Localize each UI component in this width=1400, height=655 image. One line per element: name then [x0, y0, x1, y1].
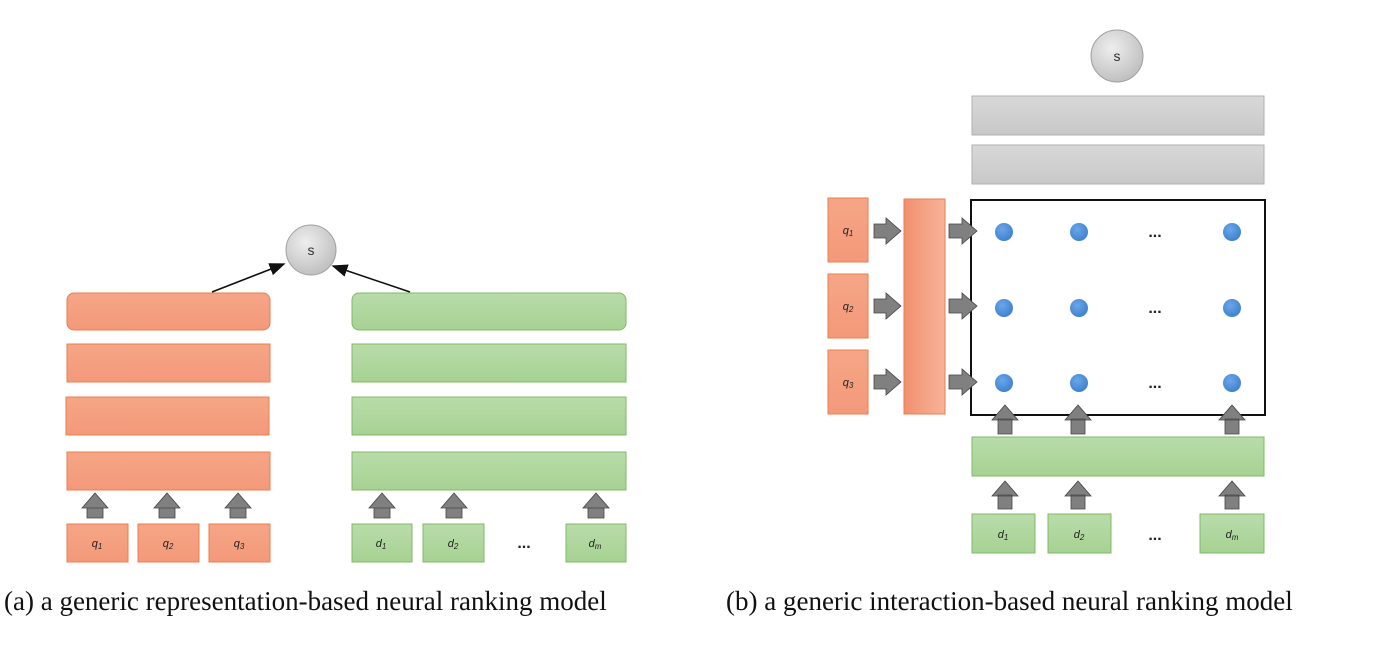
up-arrow-icon: [81, 492, 109, 519]
interaction-node: [1223, 299, 1241, 317]
interaction-node: [1070, 299, 1088, 317]
ellipsis-label: ...: [517, 535, 530, 552]
query-term-box: [208, 523, 271, 563]
left-query-terms: q1 q2 q3: [66, 523, 271, 563]
right-arrow-icon: [873, 217, 902, 245]
left-doc-top-layer: [351, 292, 627, 331]
right-arrow-icon: [948, 292, 978, 320]
left-query-layer: [66, 343, 271, 383]
left-doc-terms: d1 d2 ... dm: [351, 523, 627, 563]
query-term-box: [827, 349, 869, 415]
up-arrow-icon: [991, 480, 1019, 510]
left-doc-layer: [351, 396, 627, 436]
interaction-node: [1070, 223, 1088, 241]
right-query-embedding-layer: [903, 198, 946, 415]
left-query-layer: [65, 396, 270, 436]
left-doc-layer: [351, 343, 627, 383]
matrix-nodes: ... ... ...: [995, 223, 1241, 392]
doc-term-label: d1: [376, 538, 387, 551]
right-arrow-icon: [948, 217, 978, 245]
interaction-node: [1223, 374, 1241, 392]
left-query-to-score-line: [211, 263, 286, 293]
left-doc-tower: [351, 292, 627, 491]
doc-term-box: [565, 523, 627, 563]
ellipsis-label: ...: [1148, 224, 1161, 241]
ellipsis-label: ...: [1148, 300, 1161, 317]
left-query-tower: [65, 292, 271, 491]
interaction-node: [995, 223, 1013, 241]
doc-term-box: [971, 513, 1036, 554]
doc-term-label: d1: [998, 529, 1009, 542]
up-arrow-icon: [153, 492, 181, 519]
ellipsis-label: ...: [1148, 375, 1161, 392]
left-panel: s q1: [65, 224, 627, 563]
left-query-embedding-layer: [66, 451, 271, 491]
up-arrow-icon: [224, 492, 252, 519]
interaction-node: [995, 374, 1013, 392]
up-arrow-icon: [1218, 480, 1246, 510]
left-score-label: s: [308, 242, 315, 258]
doc-term-box: [422, 523, 485, 563]
up-arrow-icon: [1064, 404, 1092, 435]
up-arrow-icon: [582, 492, 610, 519]
doc-term-label: dm: [589, 538, 602, 551]
query-term-box: [827, 197, 869, 263]
doc-term-box: [351, 523, 413, 563]
right-arrow-icon: [873, 292, 902, 320]
left-caption: (a) a generic representation-based neura…: [4, 586, 607, 616]
up-arrow-icon: [1218, 404, 1246, 435]
doc-term-label: d2: [1074, 529, 1085, 542]
up-arrow-icon: [1064, 480, 1092, 510]
query-term-label: q3: [843, 377, 854, 390]
right-arrow-icon: [873, 368, 902, 396]
right-dense-layer: [971, 144, 1265, 185]
right-score-label: s: [1114, 48, 1121, 64]
query-term-label: q1: [92, 538, 103, 551]
right-panel: s q1 q2 q3 ...: [827, 29, 1266, 554]
right-score-node: s: [1090, 29, 1144, 83]
right-caption: (b) a generic interaction-based neural r…: [726, 586, 1293, 616]
up-arrow-icon: [440, 492, 468, 519]
query-term-label: q2: [843, 301, 854, 314]
doc-term-box: [1199, 513, 1265, 554]
interaction-node: [995, 299, 1013, 317]
query-term-box: [66, 523, 129, 563]
right-doc-terms: d1 d2 ... dm: [971, 513, 1265, 554]
query-term-box: [137, 523, 200, 563]
right-dense-layer: [971, 95, 1265, 136]
right-query-terms: q1 q2 q3: [827, 197, 869, 415]
query-term-label: q3: [234, 538, 245, 551]
left-query-top-layer: [66, 292, 271, 331]
interaction-node: [1223, 223, 1241, 241]
interaction-node: [1070, 374, 1088, 392]
query-term-label: q1: [843, 225, 854, 238]
right-arrow-icon: [948, 368, 978, 396]
doc-term-label: d2: [448, 538, 459, 551]
interaction-matrix: [970, 199, 1266, 416]
doc-term-box: [1047, 513, 1112, 554]
ellipsis-label: ...: [1148, 527, 1161, 544]
doc-term-label: dm: [1226, 529, 1239, 542]
left-score-node: s: [285, 224, 337, 276]
query-term-box: [827, 273, 869, 339]
right-doc-embedding-layer: [971, 436, 1265, 477]
up-arrow-icon: [991, 404, 1019, 435]
up-arrow-icon: [368, 492, 396, 519]
left-doc-embedding-layer: [351, 451, 627, 491]
query-term-label: q2: [163, 538, 174, 551]
left-doc-to-score-line: [331, 264, 411, 293]
